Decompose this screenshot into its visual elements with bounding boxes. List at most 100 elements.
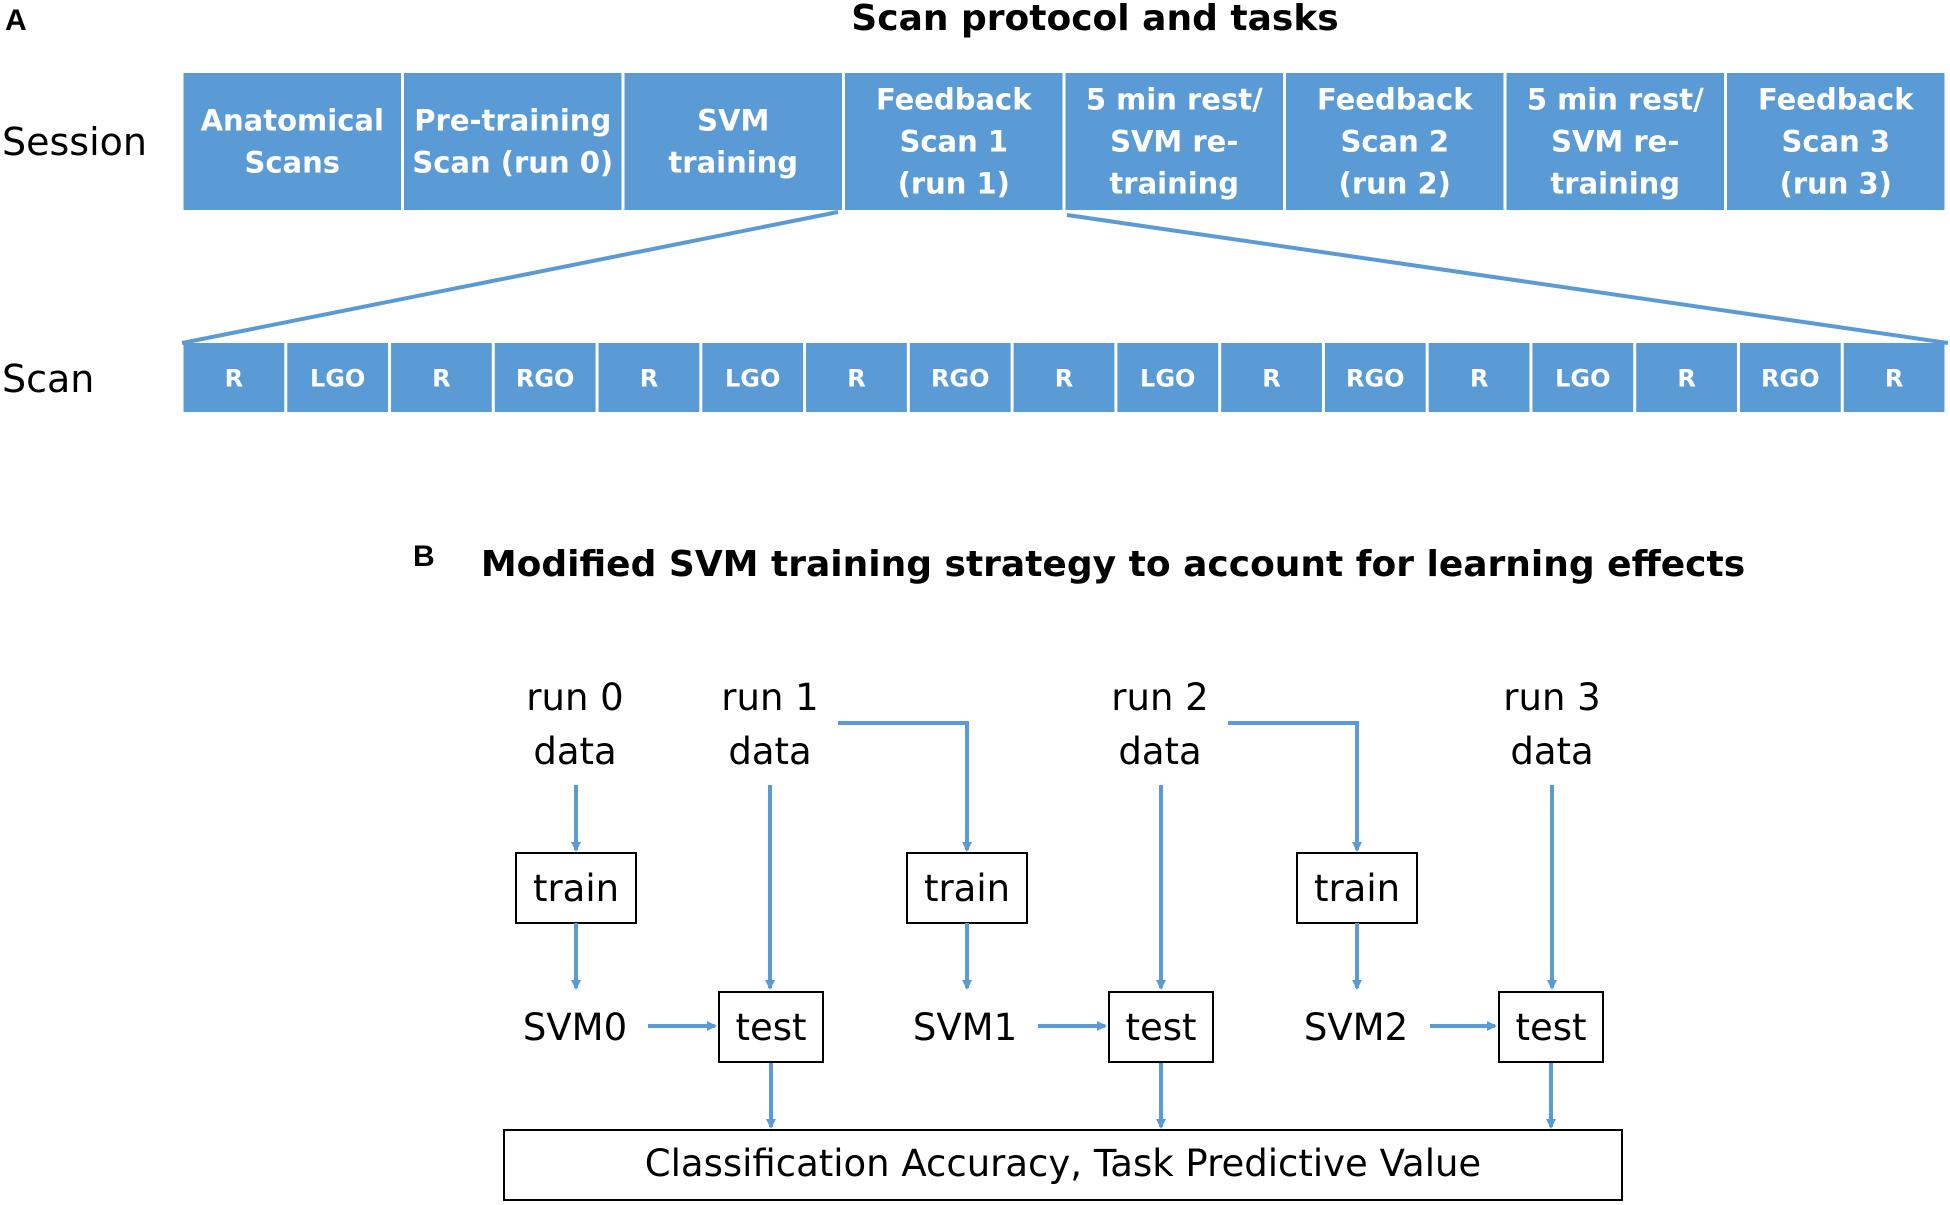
session-block-bg	[1506, 73, 1724, 210]
scan-block: R	[598, 343, 700, 412]
run-data-label: data	[1510, 730, 1593, 773]
scan-block-text: RGO	[516, 365, 575, 393]
scan-block: LGO	[287, 343, 389, 412]
scan-block: R	[1013, 343, 1115, 412]
run-label: run 1	[721, 676, 818, 719]
session-block-bg	[1727, 73, 1945, 210]
session-block-text: 5 min rest/	[1527, 83, 1704, 117]
scan-block: R	[391, 343, 492, 412]
train-box-text: train	[1314, 867, 1400, 910]
session-block-text: (run 3)	[1780, 167, 1892, 201]
scan-block-text: R	[1677, 365, 1695, 393]
output-box-frame	[503, 1129, 1623, 1201]
session-block-text: Pre-training	[414, 104, 611, 138]
svm-label: SVM2	[1304, 1006, 1408, 1049]
session-block-bg	[404, 73, 622, 210]
panel-a-label: A	[5, 4, 27, 37]
test-box-frame	[1108, 991, 1214, 1063]
session-row-label: Session	[2, 120, 147, 164]
session-block-bg	[845, 73, 1063, 210]
scan-block-text: R	[1470, 365, 1488, 393]
svm-label: SVM0	[523, 1006, 627, 1049]
arrow-run2-to-train	[1228, 721, 1362, 852]
scan-block: R	[806, 343, 907, 412]
scan-block-text: LGO	[725, 365, 780, 393]
zoom-lines	[181, 210, 1949, 345]
scan-block-bg	[391, 343, 492, 412]
scan-block-text: LGO	[1140, 365, 1195, 393]
scan-block-bg	[287, 343, 389, 412]
scan-block: R	[1636, 343, 1737, 412]
session-block-bg	[1065, 73, 1283, 210]
train-box-text: train	[924, 867, 1010, 910]
panel-b-title: Modified SVM training strategy to accoun…	[481, 544, 1745, 585]
run-label: run 3	[1503, 676, 1600, 719]
test-box: test	[1108, 991, 1214, 1063]
session-block-text: SVM	[697, 104, 769, 138]
session-block-text: Feedback	[876, 83, 1032, 117]
scan-block-text: LGO	[310, 365, 365, 393]
scan-block-bg	[1428, 343, 1530, 412]
scan-block-bg	[183, 343, 285, 412]
scan-block: R	[183, 343, 285, 412]
run-data-label: data	[1118, 730, 1201, 773]
scan-block-text: R	[432, 365, 450, 393]
scan-block-text: R	[1885, 365, 1903, 393]
train-box: train	[515, 852, 637, 924]
session-block-bg	[1286, 73, 1504, 210]
output-box: Classification Accuracy, Task Predictive…	[503, 1129, 1623, 1201]
session-block-text: SVM re-	[1110, 125, 1238, 159]
output-box-text: Classification Accuracy, Task Predictive…	[645, 1142, 1481, 1185]
scan-block-text: R	[640, 365, 658, 393]
test-box: test	[1498, 991, 1604, 1063]
scan-block: R	[1221, 343, 1322, 412]
scan-block-text: LGO	[1555, 365, 1610, 393]
train-box-text: train	[533, 867, 619, 910]
svm-label: SVM1	[913, 1006, 1017, 1049]
scan-block-text: R	[1055, 365, 1073, 393]
session-block-bg	[183, 73, 401, 210]
scan-block: RGO	[494, 343, 596, 412]
session-block-text: training	[1109, 167, 1239, 201]
scan-block: RGO	[909, 343, 1011, 412]
scan-block-bg	[909, 343, 1011, 412]
session-block-text: Feedback	[1317, 83, 1473, 117]
test-box-text: test	[1125, 1006, 1196, 1049]
session-block-text: (run 1)	[898, 167, 1010, 201]
scan-block-text: R	[225, 365, 243, 393]
scan-block-text: RGO	[931, 365, 990, 393]
scan-row: R LGO R RGO R LGO R RGO R LGO R RGO R LGO R RGO R	[183, 343, 1945, 412]
test-box-text: test	[735, 1006, 806, 1049]
scan-block: RGO	[1739, 343, 1841, 412]
scan-block-text: RGO	[1346, 365, 1405, 393]
zoom-line-right	[1066, 213, 1949, 345]
scan-block: RGO	[1324, 343, 1426, 412]
session-block-text: training	[1550, 167, 1680, 201]
scan-block-text: RGO	[1761, 365, 1820, 393]
zoom-line-left	[181, 210, 839, 345]
arrow-run1-to-train	[838, 721, 972, 852]
session-block-text: SVM re-	[1551, 125, 1679, 159]
session-block: 5 min rest/SVM re-training	[1506, 73, 1724, 210]
scan-block-bg	[1324, 343, 1426, 412]
session-block-text: Feedback	[1758, 83, 1914, 117]
session-block-text: 5 min rest/	[1086, 83, 1263, 117]
session-block-text: Scan (run 0)	[412, 146, 613, 180]
session-block-bg	[624, 73, 842, 210]
scan-block-bg	[702, 343, 804, 412]
scan-block-text: R	[1262, 365, 1280, 393]
scan-block-bg	[494, 343, 596, 412]
scan-block-text: R	[847, 365, 865, 393]
run-data-label: data	[728, 730, 811, 773]
scan-block-bg	[1739, 343, 1841, 412]
session-block-text: Scans	[244, 146, 340, 180]
panel-b-label: B	[413, 540, 435, 573]
